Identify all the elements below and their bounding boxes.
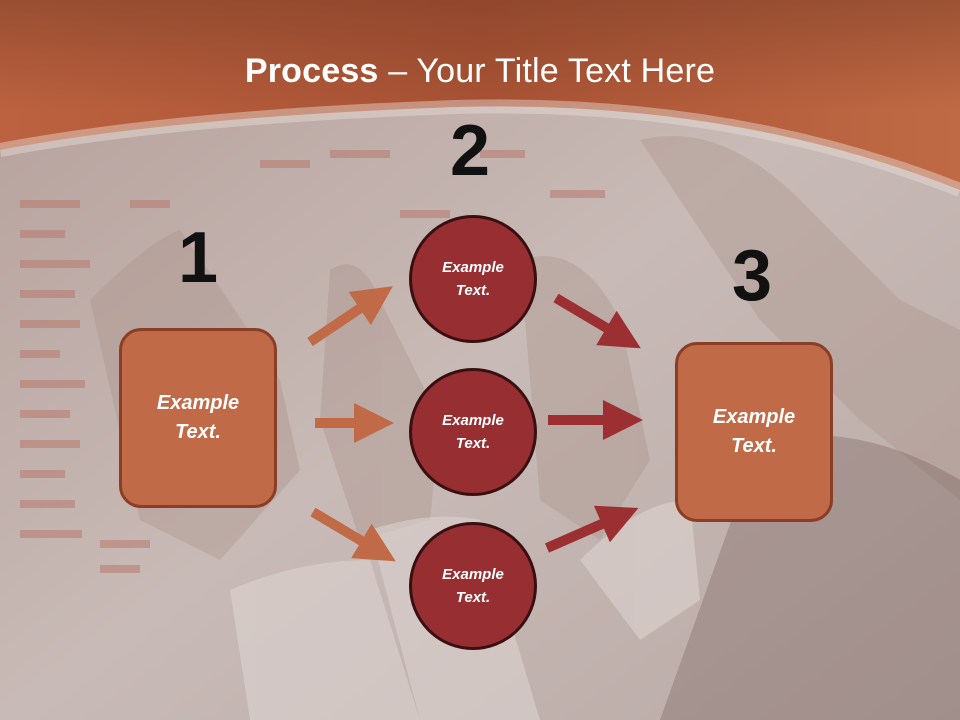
step-number-1: 1 bbox=[178, 218, 219, 298]
step-3-text: Example Text. bbox=[712, 406, 796, 457]
arrow-2-to-3-bottom bbox=[544, 505, 639, 553]
step-2-circle-top[interactable]: Example Text. bbox=[409, 215, 537, 343]
arrow-2-to-3-top bbox=[553, 293, 641, 349]
step-2-circle-top-text: Example Text. bbox=[442, 259, 504, 299]
step-2-circle-middle[interactable]: Example Text. bbox=[409, 368, 537, 496]
arrow-1-to-2-bottom bbox=[310, 507, 396, 562]
step-3-box[interactable]: Example Text. bbox=[675, 342, 833, 522]
title-bold: Process bbox=[244, 52, 379, 90]
step-number-3: 3 bbox=[732, 236, 773, 316]
step-1-box[interactable]: Example Text. bbox=[119, 328, 277, 508]
step-1-text: Example Text. bbox=[156, 392, 240, 443]
title-rest: – Your Title Text Here bbox=[378, 52, 716, 90]
step-2-circle-bottom[interactable]: Example Text. bbox=[409, 522, 537, 650]
arrow-1-to-2-top bbox=[307, 286, 393, 347]
step-2-circle-middle-text: Example Text. bbox=[442, 412, 504, 452]
step-number-2: 2 bbox=[450, 111, 491, 191]
step-2-circle-bottom-text: Example Text. bbox=[442, 566, 504, 606]
slide-title: Process – Your Title Text Here bbox=[0, 52, 960, 91]
